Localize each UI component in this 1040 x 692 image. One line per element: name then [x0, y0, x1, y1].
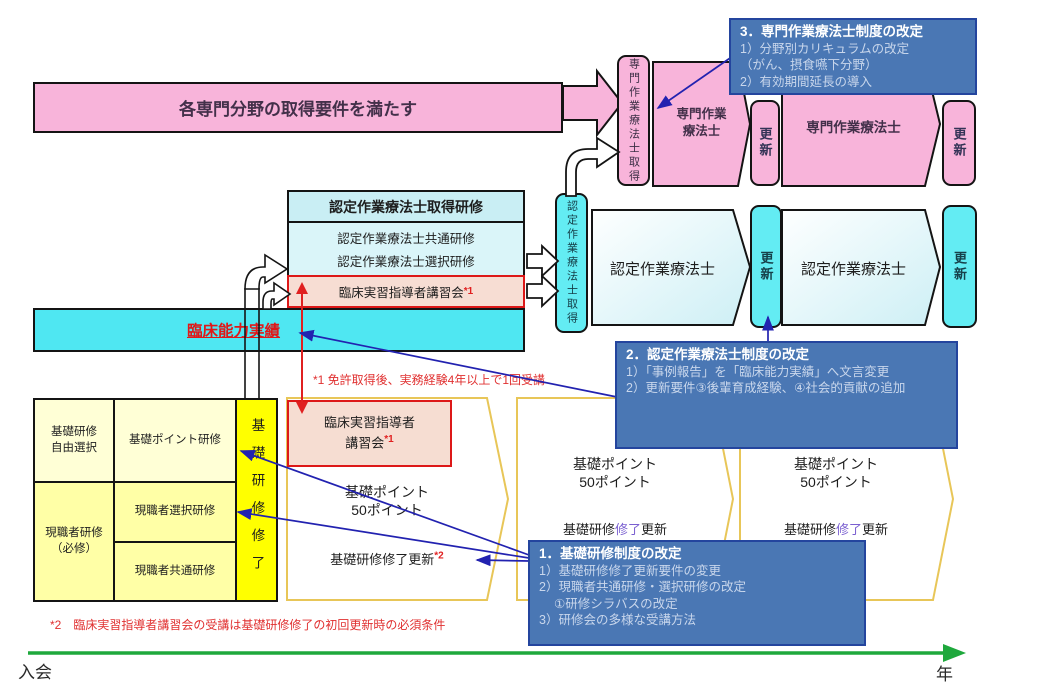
specialist-renew1-label: 更新: [757, 127, 773, 159]
table-cell-incumbent: 現職者研修 （必修）: [33, 481, 115, 602]
cycle3-points-label: 基礎ポイント 50ポイント: [756, 456, 916, 491]
callout2-line1: 1）「事例報告」を「臨床能力実績」へ文言変更: [626, 364, 890, 379]
cycle2-points-label: 基礎ポイント 50ポイント: [535, 456, 695, 491]
cycle1-points-label: 基礎ポイント 50ポイント: [297, 484, 477, 519]
cycle3-points-line2: 50ポイント: [800, 473, 872, 490]
clinical-seminar-line2: 講習会*1: [345, 433, 393, 453]
certified-renew2-label: 更新: [952, 250, 967, 283]
callout-basic-revision: 1．基礎研修制度の改定 1）基礎研修修了更新要件の変更 2）現職者共通研修・選択…: [528, 540, 866, 646]
axis-end-label: 年: [936, 665, 953, 684]
certified-stage2-label: 認定作業療法士: [800, 261, 906, 278]
common-training-label: 認定作業療法士共通研修: [337, 231, 475, 246]
callout2-title: 2．認定作業療法士制度の改定: [626, 347, 810, 362]
clinical-ability-bar: 臨床能力実績: [33, 308, 525, 352]
callout1-line2: 2）現職者共通研修・選択研修の改定: [539, 580, 746, 595]
specialist-stage1-line1: 専門作業: [676, 107, 727, 121]
incumbent-line2: （必修）: [51, 542, 97, 555]
certified-stage2-shape: [781, 209, 942, 326]
clinical-seminar-row: 臨床実習指導者講習会*1: [287, 275, 525, 308]
specialist-stage1-label: 専門作業 療法士: [653, 106, 750, 140]
cycle1-renew-text: 基礎研修修了更新: [330, 552, 435, 567]
table-cell-point-training: 基礎ポイント研修: [113, 398, 237, 483]
cycle2-renew-post: 更新: [641, 522, 668, 537]
callout2-line2: 2）更新要件③後輩育成経験、④社会的貢献の追加: [626, 381, 906, 396]
certified-gate-box: 認定作業療法士取得: [555, 193, 588, 333]
cycle1-renew-label: 基礎研修修了更新*2: [292, 549, 482, 568]
table-cell-elective-training: 現職者選択研修: [113, 481, 237, 543]
specialist-renew2-box: 更新: [942, 100, 976, 186]
note-license: *1 免許取得後、実務経験4年以上で1回受講: [313, 373, 546, 387]
cycle2-points-line1: 基礎ポイント: [573, 456, 657, 472]
clinical-seminar-row-ref: *1: [463, 286, 474, 297]
basic-completed-label: 基礎研修修了: [249, 417, 265, 583]
clinical-seminar-ref: *1: [384, 433, 394, 445]
callout1-line1: 1）基礎研修修了更新要件の変更: [539, 563, 721, 578]
cycle3-renew-label: 基礎研修修了更新: [746, 519, 926, 538]
callout1-line3: ①研修シラバスの改定: [554, 596, 678, 611]
clinical-seminar-line1: 臨床実習指導者: [323, 414, 415, 430]
axis-start-label: 入会: [18, 663, 52, 682]
cycle2-points-line2: 50ポイント: [579, 473, 651, 490]
certified-gate-label: 認定作業療法士取得: [565, 200, 578, 326]
cycle3-renew-changed: 修了: [835, 522, 862, 537]
clinical-seminar-box: 臨床実習指導者 講習会*1: [287, 400, 452, 467]
free-choice-line2: 自由選択: [51, 441, 97, 454]
specialist-renew2-label: 更新: [951, 127, 967, 159]
callout3-line3: 2）有効期間延長の導入: [740, 74, 872, 89]
certified-training-body: 認定作業療法士共通研修 認定作業療法士選択研修: [287, 221, 525, 277]
specialist-gate-box: 専門作業療法士取得: [617, 55, 650, 186]
cycle1-renew-ref: *2: [434, 550, 444, 562]
cycle3-renew-pre: 基礎研修: [783, 522, 836, 537]
cycle3-points-line1: 基礎ポイント: [794, 456, 878, 472]
specialist-gate-label: 専門作業療法士取得: [627, 57, 640, 184]
specialist-stage1-line2: 療法士: [682, 123, 721, 138]
clinical-seminar-line2-text: 講習会: [345, 435, 385, 451]
specialist-stage2-label: 専門作業療法士: [806, 120, 901, 135]
callout-certified-revision: 2．認定作業療法士制度の改定 1）「事例報告」を「臨床能力実績」へ文言変更 2）…: [615, 341, 958, 449]
cycle2-renew-pre: 基礎研修: [562, 522, 615, 537]
callout1-line4: 3）研修会の多様な受講方法: [539, 613, 696, 628]
specialist-renew1-box: 更新: [750, 100, 780, 186]
certified-renew1-box: 更新: [750, 205, 782, 328]
cycle1-points-line2: 50ポイント: [351, 501, 423, 518]
elective-training-label: 認定作業療法士選択研修: [337, 255, 475, 270]
certified-renew2-box: 更新: [942, 205, 977, 328]
callout1-title: 1．基礎研修制度の改定: [539, 546, 682, 561]
clinical-ability-label: 臨床能力実績: [187, 323, 281, 340]
basic-completed-column: 基礎研修修了: [235, 398, 278, 602]
callout3-title: 3．専門作業療法士制度の改定: [740, 24, 924, 39]
certified-stage1-shape: [591, 209, 752, 326]
callout3-line2: （がん、摂食嚥下分野）: [740, 58, 878, 73]
cycle1-points-line1: 基礎ポイント: [345, 484, 429, 500]
certified-training-header: 認定作業療法士取得研修: [287, 190, 525, 223]
cycle3-renew-post: 更新: [862, 522, 889, 537]
note-first-renewal: *2 臨床実習指導者講習会の受講は基礎研修修了の初回更新時の必須条件: [50, 618, 446, 632]
table-cell-free-choice: 基礎研修 自由選択: [33, 398, 115, 483]
callout3-line1: 1）分野別カリキュラムの改定: [740, 41, 910, 56]
entry-requirements-box: 各専門分野の取得要件を満たす: [33, 82, 563, 133]
certified-renew1-label: 更新: [758, 250, 774, 283]
table-cell-common-training: 現職者共通研修: [113, 541, 237, 602]
cycle2-renew-label: 基礎研修修了更新: [525, 519, 705, 538]
entry-to-specialist-arrow: [562, 68, 624, 138]
free-choice-line1: 基礎研修: [51, 425, 97, 438]
cycle2-renew-changed: 修了: [614, 522, 641, 537]
callout-specialist-revision: 3．専門作業療法士制度の改定 1）分野別カリキュラムの改定 （がん、摂食嚥下分野…: [729, 18, 977, 96]
clinical-seminar-row-label: 臨床実習指導者講習会: [338, 286, 464, 300]
incumbent-line1: 現職者研修: [45, 526, 103, 539]
certified-stage1-label: 認定作業療法士: [609, 261, 715, 278]
